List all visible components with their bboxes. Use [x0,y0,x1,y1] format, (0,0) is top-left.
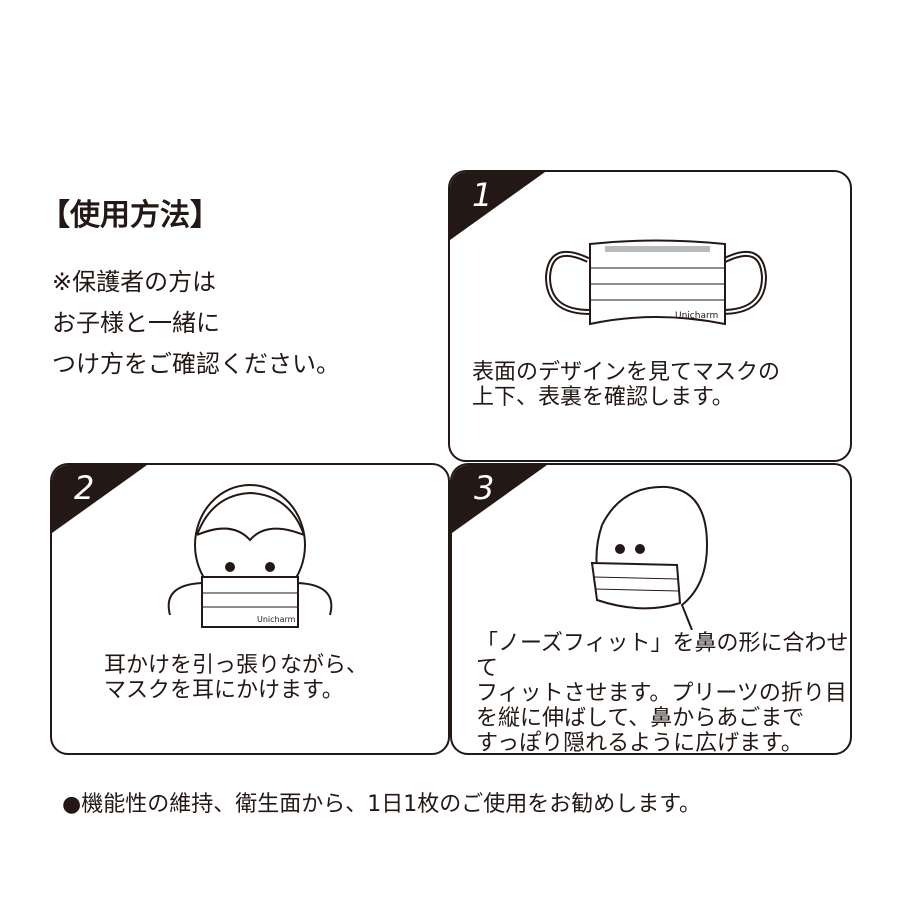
step-number: 3 [474,469,495,507]
text-line: を縦に伸ばして、鼻からあごまで [476,706,805,731]
side-profile-mask-illustration [590,485,709,630]
guardian-note: ※保護者の方は お子様と一緒に つけ方をご確認ください。 [52,262,340,385]
step-number: 1 [472,176,493,214]
step-corner [452,465,547,533]
mask-front-illustration: Unicharm [544,239,768,326]
brand-label: Unicharm [675,311,718,321]
step-1-text: 表面のデザインを見てマスクの 上下、表裏を確認します。 [472,360,780,410]
section-title: 【使用方法】 [40,198,220,233]
text-line: マスクを耳にかけます。 [104,678,344,703]
text-line: フィットさせます。プリーツの折り目 [476,681,847,706]
text-line: 表面のデザインを見てマスクの [472,360,781,385]
step-number: 2 [74,469,95,507]
text-line: 上下、表裏を確認します。 [472,385,734,410]
step-3-panel: 3 「ノーズフィット」を鼻の形に合わせて フィットさせます。プリーツの折り目 を… [450,463,852,755]
step-2-panel: 2 Unicharm 耳かけを引っ張りながら、 マスクを耳にかけます。 [50,463,450,755]
step-corner [52,465,147,533]
note-line: ※保護者の方は [52,268,217,296]
step-2-text: 耳かけを引っ張りながら、 マスクを耳にかけます。 [104,653,368,703]
text-line: 耳かけを引っ張りながら、 [104,653,369,678]
note-line: お子様と一緒に [52,309,220,337]
note-line: つけ方をご確認ください。 [52,350,340,378]
step-corner [450,172,545,240]
text-line: 「ノーズフィット」を鼻の形に合わせて [476,631,849,681]
child-wearing-mask-illustration: Unicharm [167,484,333,628]
text-line: すっぽり隠れるように広げます。 [476,731,803,755]
brand-label: Unicharm [257,615,296,624]
step-3-text: 「ノーズフィット」を鼻の形に合わせて フィットさせます。プリーツの折り目 を縦に… [476,631,850,755]
footer-note: ●機能性の維持、衛生面から、1日1枚のご使用をお勧めします。 [62,792,701,817]
step-1-panel: 1 Unicharm 表面のデザインを見てマスクの 上下、表裏を確認します。 [448,170,852,462]
